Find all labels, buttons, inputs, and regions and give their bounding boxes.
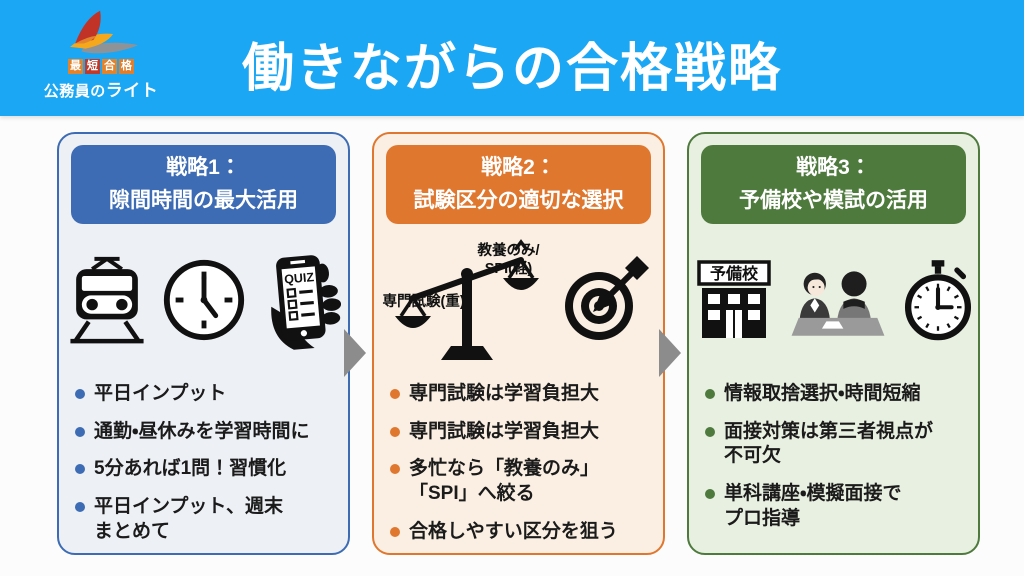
bullet-item: 平日インプット、週末 まとめて <box>75 495 336 544</box>
bullet-text: 単科講座・模擬面接で プロ指導 <box>724 483 902 529</box>
brand-logo: 最 短 合 格 公務員のライト <box>34 8 168 101</box>
balance-scale-group: 専門試験(重) 教養のみ/ SPI(軽) <box>383 234 547 366</box>
strategy-card-2: 戦略2： 試験区分の適切な選択 専門試験(重) <box>372 132 665 555</box>
card-3-icons: 予備校 <box>689 226 978 374</box>
bullet-item: 情報取捨選択・時間短縮 <box>705 382 966 407</box>
bullet-text: 平日インプット、週末 まとめて <box>94 496 284 542</box>
clock-icon <box>163 259 244 341</box>
bullet-dot <box>705 389 715 400</box>
bullet-item: 通勤・昼休みを学習時間に <box>75 420 336 445</box>
quiz-screen-label: QUIZ <box>283 270 314 287</box>
badge-row: 最 短 合 格 <box>68 59 134 74</box>
bullet-item: 合格しやすい区分を狙う <box>390 520 651 545</box>
bullet-item: 単科講座・模擬面接で プロ指導 <box>705 482 966 531</box>
stopwatch-icon <box>904 260 971 341</box>
bullet-item: 面接対策は第三者視点が 不可欠 <box>705 420 966 469</box>
bullet-text: 情報取捨選択・時間短縮 <box>724 383 921 405</box>
bullet-item: 多忙なら「教養のみ」 「SPI」へ絞る <box>390 457 651 506</box>
badge-char: 合 <box>102 59 117 74</box>
page-title: 働きながらの合格戦略 <box>241 40 782 98</box>
bullet-dot <box>75 389 85 400</box>
bullet-dot <box>705 426 715 437</box>
bullet-dot <box>705 489 715 500</box>
card-3-title-line2: 予備校や模試の活用 <box>739 188 928 212</box>
scale-right-label: 教養のみ/ SPI(軽) <box>477 243 540 278</box>
strategy-card-1: 戦略1： 隙間時間の最大活用 <box>57 132 350 555</box>
card-2-title-line2: 試験区分の適切な選択 <box>413 188 624 212</box>
bullet-item: 5分あれば1問！習慣化 <box>75 457 336 482</box>
bullet-text: 面接対策は第三者視点が 不可欠 <box>724 420 934 467</box>
card-1-icons: QUIZ <box>59 226 348 374</box>
bullet-dot <box>390 426 400 437</box>
bullet-item: 専門試験は学習負担大 <box>390 420 651 445</box>
interview-icon <box>791 271 884 336</box>
card-2-icons: 専門試験(重) 教養のみ/ SPI(軽) <box>374 226 663 374</box>
train-icon <box>69 256 144 344</box>
card-1-title-line2: 隙間時間の最大活用 <box>109 188 298 212</box>
card-1-header: 戦略1： 隙間時間の最大活用 <box>71 145 336 225</box>
bullet-item: 専門試験は学習負担大 <box>390 382 651 407</box>
bullet-text: 合格しやすい区分を狙う <box>409 520 618 542</box>
flow-arrow-icon <box>659 329 681 377</box>
card-1-bullet-list: 平日インプット 通勤・昼休みを学習時間に 5分あれば1問！習慣化 平日インプット… <box>75 382 336 544</box>
bullet-dot <box>390 464 400 475</box>
badge-char: 短 <box>85 59 100 74</box>
bullet-dot <box>75 464 85 475</box>
bullet-text: 5分あれば1問！習慣化 <box>94 458 287 480</box>
strategy-card-3: 戦略3： 予備校や模試の活用 予備校 <box>687 132 980 555</box>
brand-name: 公務員のライト <box>44 76 159 101</box>
card-3-bullet-list: 情報取捨選択・時間短縮 面接対策は第三者視点が 不可欠 単科講座・模擬面接で プ… <box>705 382 966 531</box>
badge-char: 最 <box>68 59 83 74</box>
bullet-dot <box>75 502 85 513</box>
card-1-title-line1: 戦略1： <box>166 156 241 179</box>
card-2-header: 戦略2： 試験区分の適切な選択 <box>386 145 651 225</box>
mountain-logo-icon <box>70 10 138 54</box>
card-2-bullet-list: 専門試験は学習負担大 専門試験は学習負担大 多忙なら「教養のみ」 「SPI」へ絞… <box>390 382 651 544</box>
flow-arrow-icon <box>344 329 366 377</box>
brand-prefix: 公務員の <box>43 83 106 100</box>
bullet-text: 平日インプット <box>94 383 227 405</box>
card-3-header: 戦略3： 予備校や模試の活用 <box>701 145 966 225</box>
bullet-dot <box>75 426 85 437</box>
school-sign-label: 予備校 <box>709 264 758 283</box>
balance-scale-icon <box>394 239 539 361</box>
brand-bold: ライト <box>105 81 159 100</box>
target-icon <box>564 256 649 341</box>
scale-left-label: 専門試験(重) <box>382 294 465 311</box>
bullet-text: 多忙なら「教養のみ」 「SPI」へ絞る <box>409 458 600 505</box>
header-banner: 最 短 合 格 公務員のライト 働きながらの合格戦略 <box>0 0 1024 116</box>
bullet-dot <box>390 389 400 400</box>
school-building-icon: 予備校 <box>696 260 771 339</box>
bullet-text: 通勤・昼休みを学習時間に <box>94 420 310 442</box>
bullet-text: 専門試験は学習負担大 <box>409 420 600 442</box>
bullet-item: 平日インプット <box>75 382 336 407</box>
bullet-dot <box>390 526 400 537</box>
quiz-phone-icon: QUIZ <box>270 255 341 350</box>
bullet-text: 専門試験は学習負担大 <box>409 383 600 405</box>
card-3-title-line1: 戦略3： <box>796 156 871 179</box>
badge-char: 格 <box>119 59 134 74</box>
card-2-title-line1: 戦略2： <box>481 156 556 179</box>
